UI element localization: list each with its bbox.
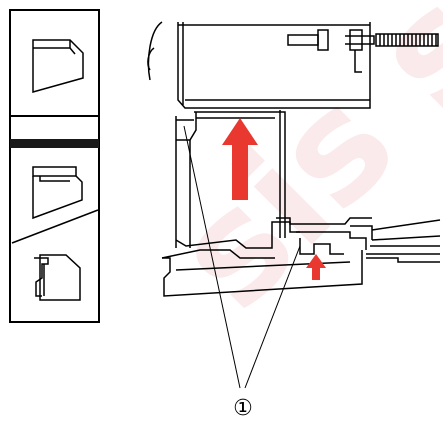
large-up-arrow xyxy=(222,118,258,200)
lift-arrows xyxy=(222,118,326,280)
callout-label: ① xyxy=(233,396,253,421)
watermark: sis ski xyxy=(142,0,443,342)
callout-leaders xyxy=(183,125,301,389)
tray-icon-extended xyxy=(32,166,83,220)
small-up-arrow xyxy=(306,254,326,280)
mechanism-drawing xyxy=(147,21,441,297)
icon-panel xyxy=(9,9,100,323)
tray-icon-open xyxy=(34,254,81,301)
tray-icon-outline xyxy=(32,39,84,93)
